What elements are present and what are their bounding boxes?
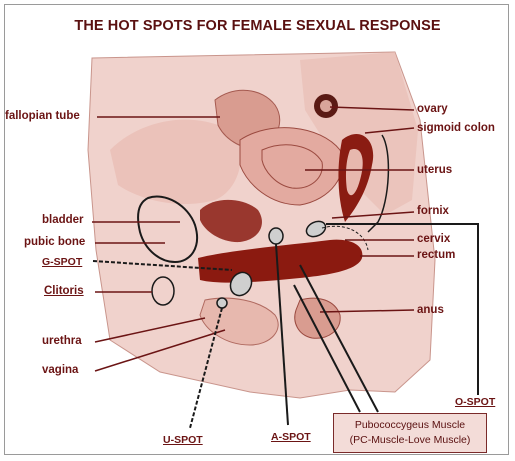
label-pubic-bone: pubic bone	[24, 236, 85, 249]
label-bladder: bladder	[42, 214, 84, 227]
label-urethra: urethra	[42, 335, 82, 348]
label-g-spot: G-SPOT	[42, 256, 82, 269]
ovary-inner	[320, 100, 332, 112]
label-vagina: vagina	[42, 364, 78, 377]
label-a-spot: A-SPOT	[271, 431, 311, 444]
callout-line-2: (PC-Muscle-Love Muscle)	[334, 433, 486, 448]
diagram-title: THE HOT SPOTS FOR FEMALE SEXUAL RESPONSE	[0, 18, 515, 34]
label-ovary: ovary	[417, 103, 448, 116]
label-rectum: rectum	[417, 249, 455, 262]
label-o-spot: O-SPOT	[455, 396, 495, 409]
label-anus: anus	[417, 304, 444, 317]
a-spot-marker	[269, 228, 283, 244]
pc-muscle-callout: Pubococcygeus Muscle (PC-Muscle-Love Mus…	[333, 413, 487, 453]
label-cervix: cervix	[417, 233, 450, 246]
label-clitoris: Clitoris	[44, 285, 84, 298]
label-uterus: uterus	[417, 164, 452, 177]
label-u-spot: U-SPOT	[163, 434, 203, 447]
label-fallopian-tube: fallopian tube	[5, 110, 80, 123]
u-spot-marker	[217, 298, 227, 308]
label-sigmoid-colon: sigmoid colon	[417, 122, 495, 135]
label-fornix: fornix	[417, 205, 449, 218]
callout-line-1: Pubococcygeus Muscle	[334, 418, 486, 433]
